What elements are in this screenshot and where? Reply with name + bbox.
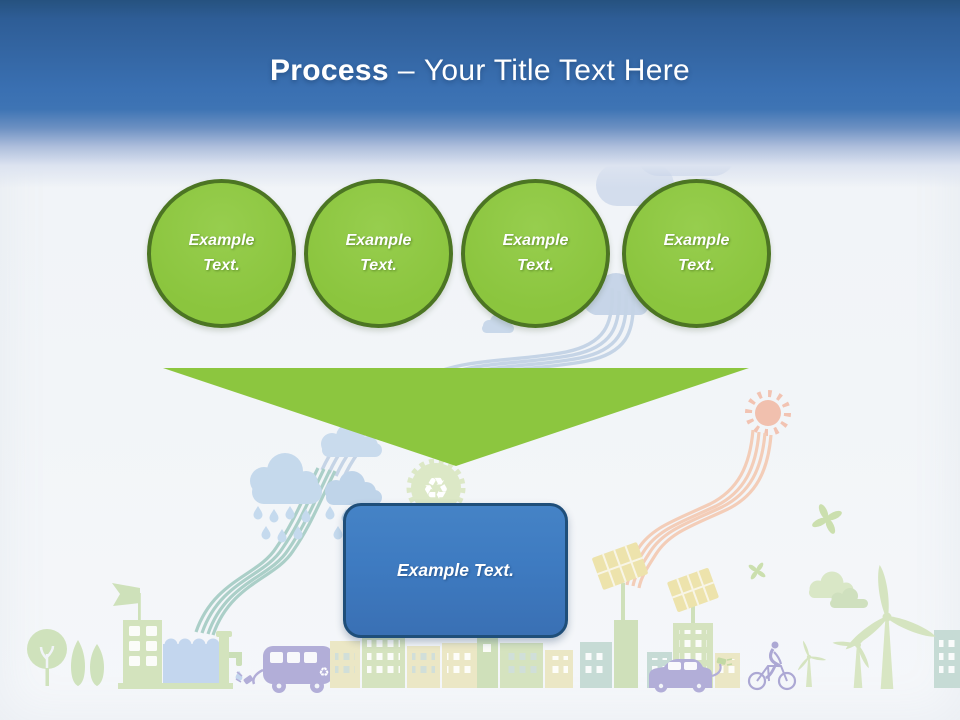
flag-icon	[112, 583, 140, 606]
svg-text:♻: ♻	[423, 472, 450, 507]
step-3-line-1: Example	[502, 231, 569, 249]
wind-turbine-icon	[796, 564, 938, 689]
bus-charging-cable	[252, 668, 264, 685]
step-1-label: Example Text.	[189, 229, 255, 279]
step-1-line-1: Example	[188, 231, 255, 249]
small-cloud-icon	[482, 314, 514, 333]
electric-car-icon	[649, 657, 733, 693]
cyclist-icon	[747, 641, 797, 691]
flag-pole	[138, 593, 141, 622]
charging-plug-icon	[235, 671, 254, 685]
water-tank-icon	[118, 631, 233, 689]
butterfly-icon	[746, 501, 845, 582]
electric-bus-icon: ♻	[235, 646, 333, 693]
down-arrow-shape	[163, 368, 749, 466]
step-4-label: Example Text.	[664, 229, 730, 279]
step-3-label: Example Text.	[503, 229, 569, 279]
process-step-circle-3: Example Text.	[461, 179, 610, 328]
step-4-line-2: Text.	[678, 256, 715, 274]
step-2-label: Example Text.	[346, 229, 412, 279]
recycle-gear-icon: ♻	[406, 458, 466, 518]
process-step-circle-4: Example Text.	[622, 179, 771, 328]
round-tree-icon	[27, 629, 67, 686]
cypress-trees-icon	[71, 640, 104, 686]
bus-recycle-icon: ♻	[319, 665, 330, 679]
solar-panel-icon	[592, 542, 719, 623]
faucet-icon	[229, 652, 243, 681]
step-4-line-1: Example	[663, 231, 730, 249]
water-plant-building-icon	[112, 583, 243, 689]
result-label: Example Text.	[396, 560, 515, 580]
process-step-circle-2: Example Text.	[304, 179, 453, 328]
sun-icon	[745, 390, 791, 436]
green-cloud-icon	[809, 571, 868, 608]
step-2-line-1: Example	[345, 231, 412, 249]
step-1-line-2: Text.	[203, 256, 240, 274]
step-3-line-2: Text.	[517, 256, 554, 274]
charging-plug-icon	[716, 657, 733, 666]
process-step-circle-1: Example Text.	[147, 179, 296, 328]
result-box: Example Text.	[343, 503, 568, 638]
step-2-line-2: Text.	[360, 256, 397, 274]
